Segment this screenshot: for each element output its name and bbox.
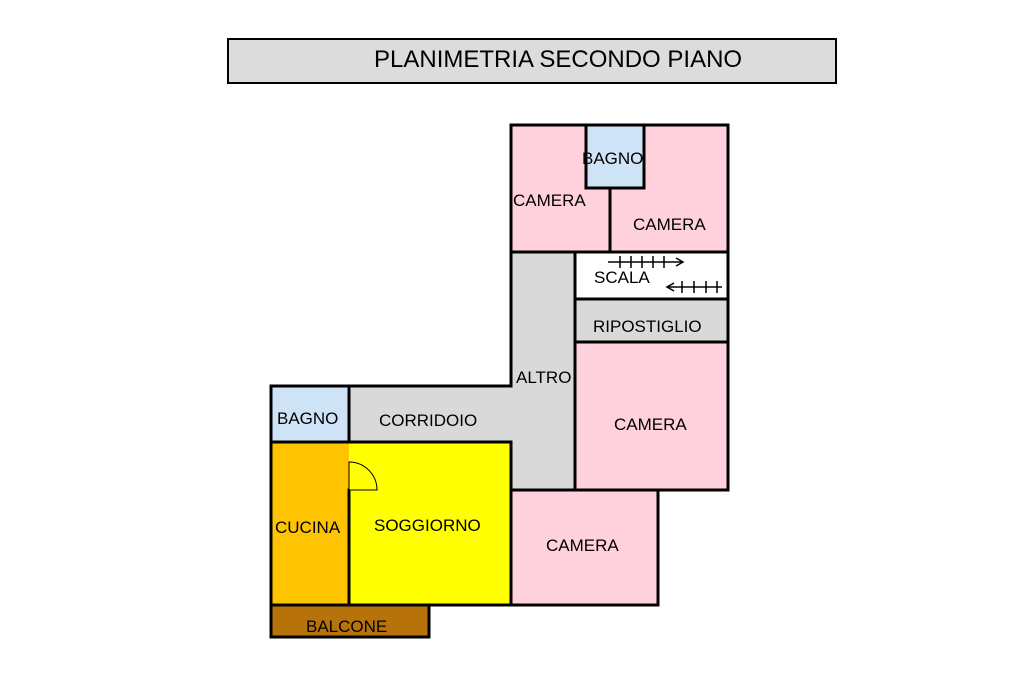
label-balcone: BALCONE — [306, 617, 387, 636]
door-swing — [348, 461, 378, 491]
room-altro — [511, 252, 575, 490]
room-cucina — [271, 442, 349, 605]
room-bagno-top — [586, 125, 644, 188]
title-box: PLANIMETRIA SECONDO PIANO — [227, 38, 837, 84]
stair-arrows — [608, 256, 722, 293]
label-camera-top-right: CAMERA — [633, 215, 706, 234]
label-bagno-top: BAGNO — [582, 149, 643, 168]
label-cucina: CUCINA — [275, 518, 341, 537]
plan-title: PLANIMETRIA SECONDO PIANO — [374, 46, 743, 73]
room-balcone — [271, 605, 429, 637]
label-camera-top-left: CAMERA — [513, 191, 586, 210]
room-bagno-left — [271, 386, 349, 442]
room-camera-right — [575, 342, 728, 490]
room-scala — [575, 252, 728, 299]
label-altro: ALTRO — [516, 368, 571, 387]
label-soggiorno: SOGGIORNO — [374, 516, 481, 535]
walls — [269, 123, 730, 639]
label-camera-right: CAMERA — [614, 415, 687, 434]
room-corridoio — [349, 386, 511, 442]
label-ripostiglio: RIPOSTIGLIO — [593, 317, 702, 336]
label-bagno-left: BAGNO — [277, 409, 338, 428]
label-camera-bottom: CAMERA — [546, 536, 619, 555]
room-camera-bottom — [511, 490, 658, 605]
label-corridoio: CORRIDOIO — [379, 411, 477, 430]
room-ripostiglio — [575, 299, 728, 342]
room-soggiorno — [349, 442, 511, 605]
label-scala: SCALA — [594, 268, 650, 287]
